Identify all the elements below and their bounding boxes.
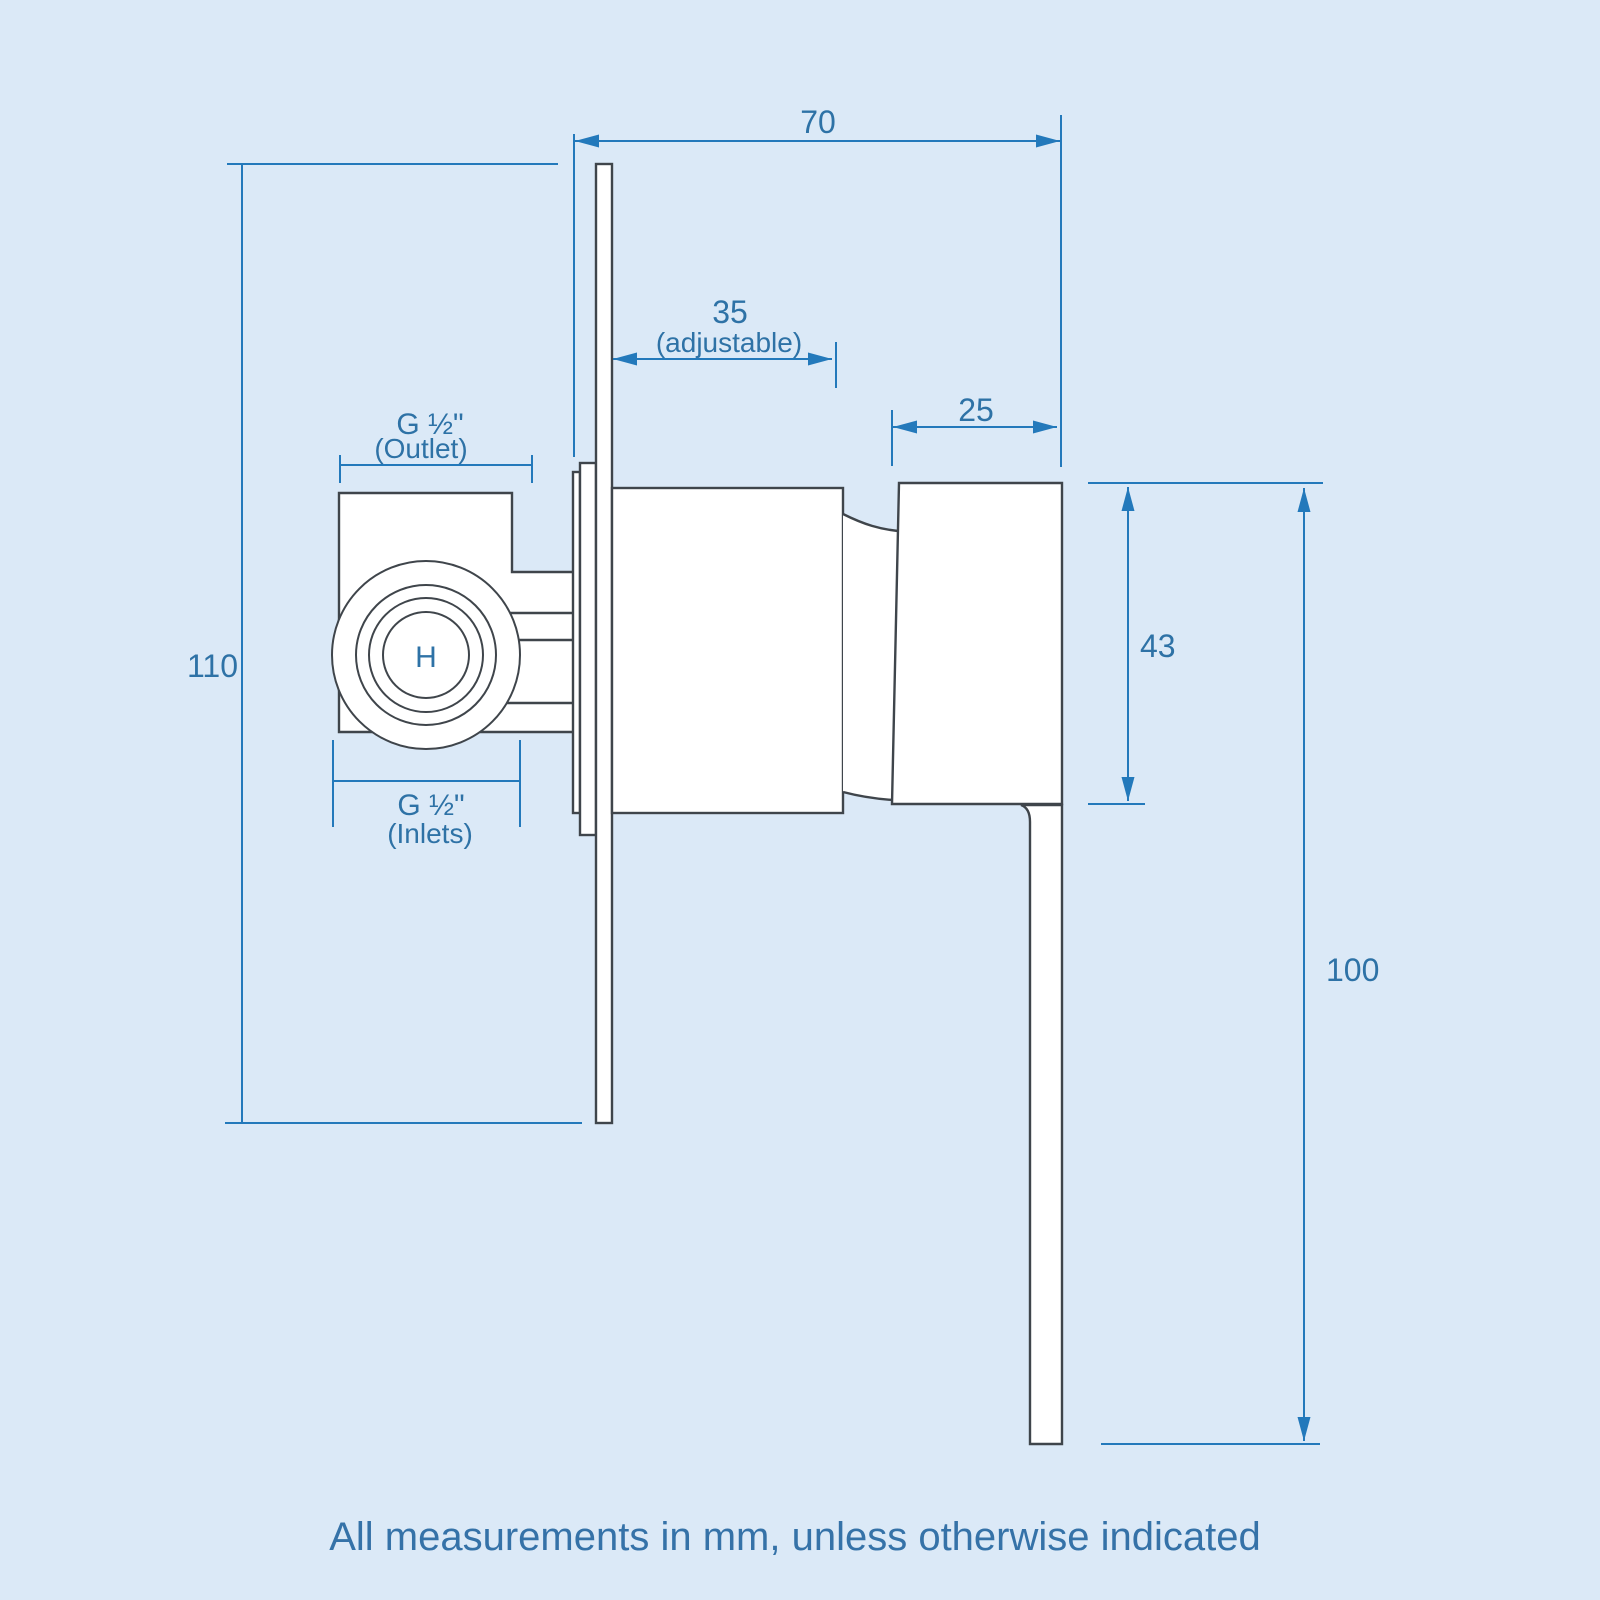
dimension-label-43: 43 [1140, 628, 1176, 664]
dimension-label-adjustable: (adjustable) [656, 327, 802, 358]
handle-lever [1020, 803, 1064, 1446]
dimension-lever-length: 100 [1101, 488, 1379, 1445]
dimension-adjustable-depth: 35 (adjustable) [613, 294, 837, 388]
neck-top-curve [842, 512, 899, 533]
cartridge-circle-outer [331, 560, 521, 750]
cartridge-circle-3 [368, 597, 484, 713]
handle-knob [890, 481, 1064, 806]
inlet-thread-label: G ½" [397, 789, 464, 822]
dimension-label-110: 110 [187, 648, 238, 684]
dimension-label-25: 25 [958, 392, 994, 428]
outlet-note-label: (Outlet) [374, 433, 467, 464]
dimension-total-depth: 70 [573, 104, 1062, 467]
cartridge-circle-inner [382, 611, 470, 699]
dimension-inlets: G ½" (Inlets) [332, 740, 521, 849]
valve-side-view [331, 162, 1064, 1446]
cartridge-circle-2 [355, 584, 497, 726]
dimension-label-35: 35 [712, 294, 748, 330]
dimension-outlet: G ½" (Outlet) [339, 408, 533, 483]
dimension-label-100: 100 [1326, 952, 1379, 988]
escutcheon-plate [578, 461, 598, 837]
neck-bottom-curve [842, 790, 894, 802]
dimension-label-70: 70 [800, 104, 836, 140]
neck-fill [843, 514, 898, 800]
trim-body [610, 486, 845, 815]
dimension-plate-height: 110 [187, 163, 582, 1124]
measurements-caption: All measurements in mm, unless otherwise… [329, 1515, 1261, 1559]
outlet-thread-label: G ½" [396, 408, 463, 441]
hot-indicator-label: H [415, 641, 437, 674]
inlet-note-label: (Inlets) [387, 818, 473, 849]
dimension-knob-depth: 25 [891, 392, 1057, 466]
dimension-knob-height: 43 [1088, 482, 1323, 805]
wall-plate [594, 162, 614, 1125]
